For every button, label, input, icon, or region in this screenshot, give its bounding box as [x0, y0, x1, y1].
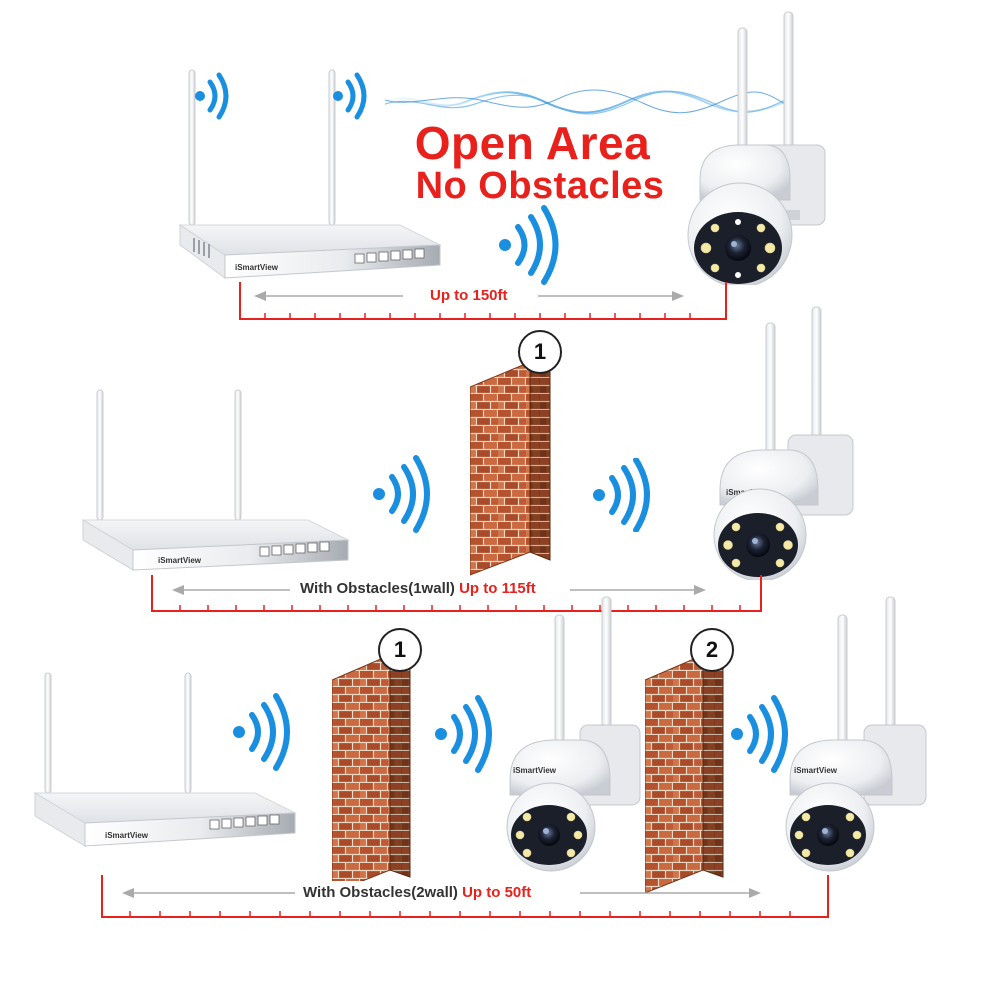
brick-wall-icon	[470, 362, 551, 576]
ptz-camera-icon: iSmartView	[506, 596, 641, 872]
distance-label-row2: With Obstacles(1wall) Up to 115ft	[300, 580, 536, 597]
wifi-signal-icon	[499, 205, 559, 285]
distance-ruler	[239, 282, 727, 320]
nvr-recorder-icon: iSmartView	[178, 69, 442, 279]
nvr-recorder-icon: iSmartView	[81, 389, 350, 571]
ptz-camera-icon: iSmartView	[713, 306, 854, 580]
distance-ruler	[101, 875, 829, 918]
brick-wall-icon	[645, 655, 724, 894]
wifi-signal-icon	[233, 693, 290, 771]
svg-text:iSmartView: iSmartView	[235, 263, 279, 272]
wall-number-badge: 1	[378, 628, 422, 672]
ptz-camera-icon: iSmartView	[785, 596, 927, 872]
wifi-signal-icon	[593, 458, 650, 532]
svg-text:iSmartView: iSmartView	[158, 556, 202, 565]
svg-text:iSmartView: iSmartView	[105, 831, 149, 840]
nvr-recorder-icon: iSmartView	[33, 672, 297, 847]
distance-label-row1: Up to 150ft	[430, 287, 508, 304]
headline-line2: No Obstacles	[415, 165, 665, 207]
wifi-signal-icon	[195, 72, 229, 120]
wifi-signal-icon	[373, 455, 430, 533]
svg-text:iSmartView: iSmartView	[794, 766, 838, 775]
headline-line1: Open Area	[414, 117, 651, 169]
distance-label-row3: With Obstacles(2wall) Up to 50ft	[303, 884, 532, 901]
distance-ruler	[151, 575, 762, 612]
wall-number-badge: 1	[518, 330, 562, 374]
ptz-camera-icon	[687, 11, 826, 285]
brick-wall-icon	[332, 655, 411, 894]
wifi-signal-icon	[731, 695, 788, 773]
svg-text:iSmartView: iSmartView	[513, 766, 557, 775]
signal-wave	[385, 89, 785, 115]
wifi-signal-icon	[435, 695, 492, 773]
wall-number-badge: 2	[690, 628, 734, 672]
wifi-signal-icon	[333, 72, 367, 120]
